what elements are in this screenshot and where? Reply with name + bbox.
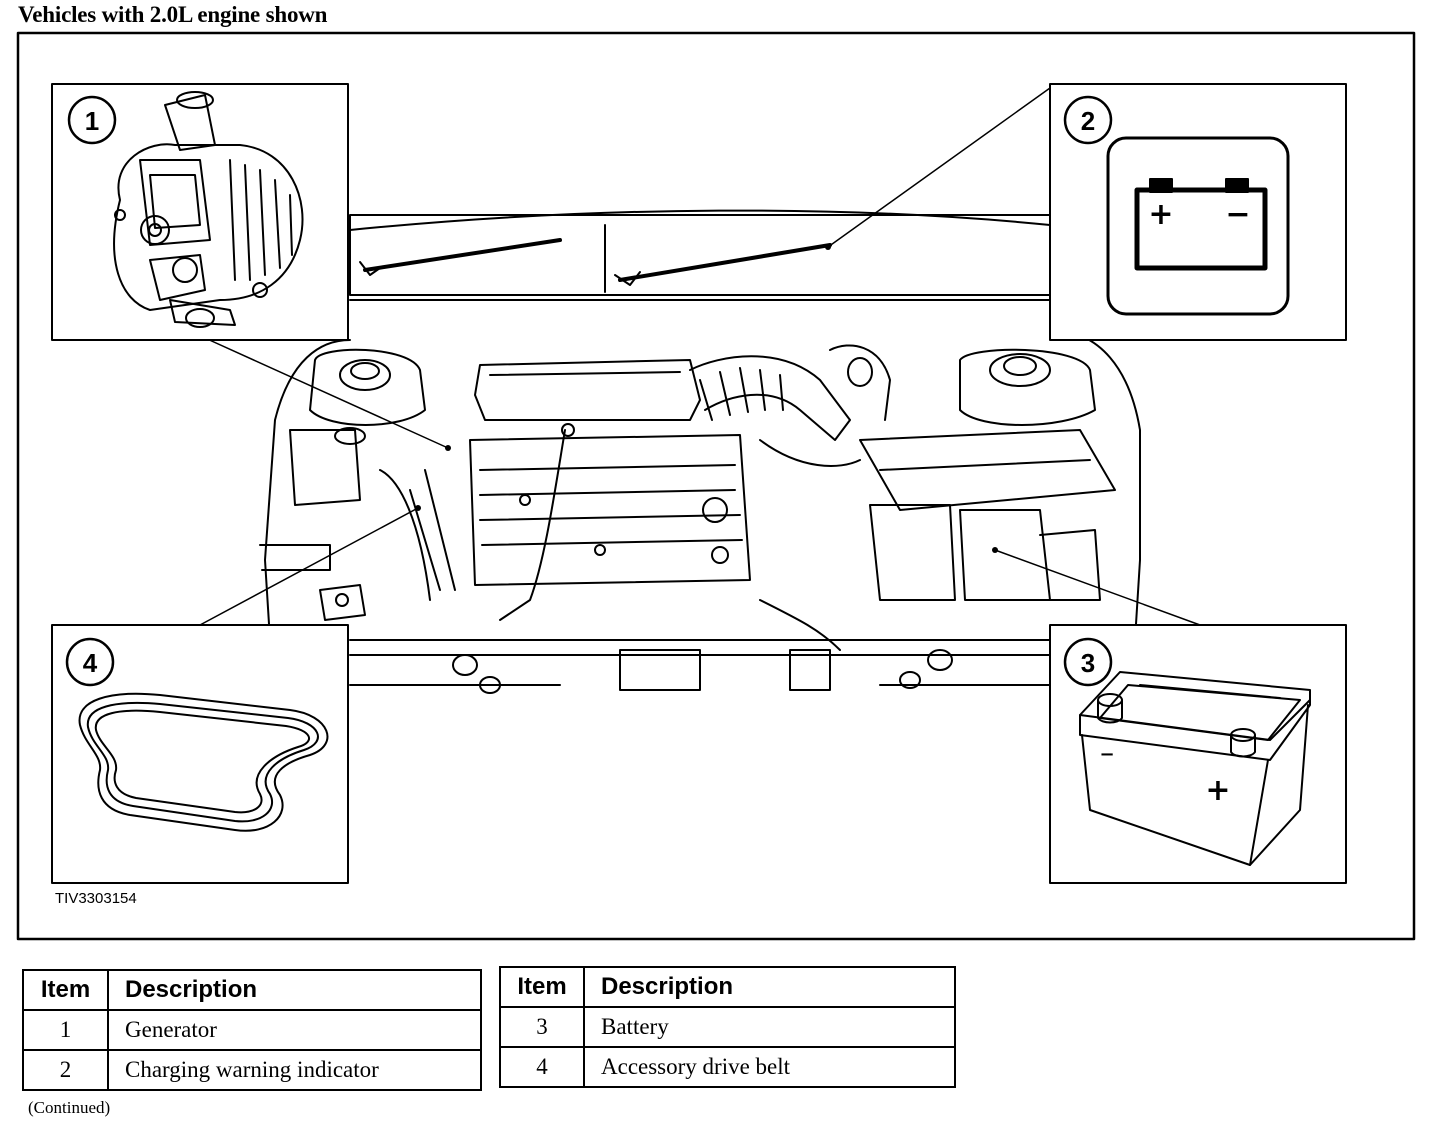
callout-circle-3 — [1063, 637, 1113, 687]
callout-number-3: 3 — [1081, 648, 1095, 678]
battery-minus-symbol: − — [1099, 744, 1114, 765]
item-description: Generator — [107, 1009, 482, 1051]
item-description: Charging warning indicator — [107, 1049, 482, 1091]
callout-number-1: 1 — [85, 106, 99, 136]
table-row: 2 Charging warning indicator — [22, 1049, 482, 1091]
callout-circle-2 — [1063, 95, 1113, 145]
indicator-plus-symbol: + — [1148, 197, 1173, 232]
item-description: Battery — [583, 1006, 956, 1048]
figure-id: TIV3303154 — [55, 890, 137, 907]
legend-table-right: Item Description 3 Battery 4 Accessory d… — [499, 966, 956, 1088]
battery-illustration — [1079, 671, 1311, 866]
callout-number-4: 4 — [83, 648, 98, 678]
generator-illustration — [113, 91, 304, 328]
battery-plus-symbol: + — [1205, 773, 1230, 808]
legend-table-left: Item Description 1 Generator 2 Charging … — [22, 969, 482, 1091]
item-number: 3 — [499, 1006, 585, 1048]
table-row: 1 Generator — [22, 1009, 482, 1051]
item-number: 4 — [499, 1046, 585, 1088]
item-number: 2 — [22, 1049, 109, 1091]
item-number: 1 — [22, 1009, 109, 1051]
table-row: 3 Battery — [499, 1006, 956, 1048]
page-title: Vehicles with 2.0L engine shown — [18, 2, 328, 27]
table-header-row: Item Description — [22, 969, 482, 1011]
column-header-item: Item — [499, 966, 585, 1008]
belt-illustration — [78, 692, 329, 832]
callout-circle-1 — [67, 95, 117, 145]
table-header-row: Item Description — [499, 966, 956, 1008]
callout-circle-4 — [65, 637, 115, 687]
leader-lines — [199, 87, 1201, 626]
engine-bay-drawing — [259, 209, 1141, 694]
item-description: Accessory drive belt — [583, 1046, 956, 1088]
table-row: 4 Accessory drive belt — [499, 1046, 956, 1088]
diagram-border — [16, 31, 1416, 941]
callout-number-2: 2 — [1081, 106, 1095, 136]
continued-note: (Continued) — [28, 1098, 111, 1117]
column-header-item: Item — [22, 969, 109, 1011]
indicator-minus-symbol: − — [1225, 197, 1250, 232]
charging-indicator-illustration — [1106, 136, 1290, 316]
column-header-description: Description — [107, 969, 482, 1011]
column-header-description: Description — [583, 966, 956, 1008]
